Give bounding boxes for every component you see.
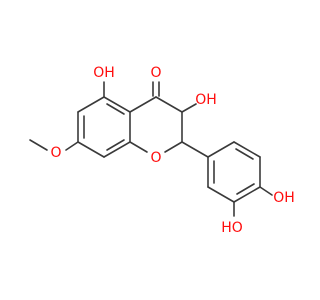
methoxy-group (29, 139, 79, 151)
ring-b (181, 141, 261, 203)
oh3-bond (181, 103, 197, 113)
carbonyl-bond (152, 81, 160, 97)
oh4p-label: OH (273, 190, 295, 206)
molecule-structure-diagram: O OH OH O O OH HO (29, 65, 295, 236)
carbonyl-oxygen-label: O (150, 65, 161, 81)
ring-oxygen-label: O (150, 150, 161, 166)
oh3-label: OH (195, 92, 217, 108)
methoxy-oxygen-label: O (50, 145, 61, 161)
oh5-label: OH (93, 65, 115, 81)
ring-c (129, 96, 183, 153)
ring-a (77, 96, 131, 158)
oh3p-label: HO (221, 220, 243, 236)
oh4p-bond (259, 186, 273, 196)
